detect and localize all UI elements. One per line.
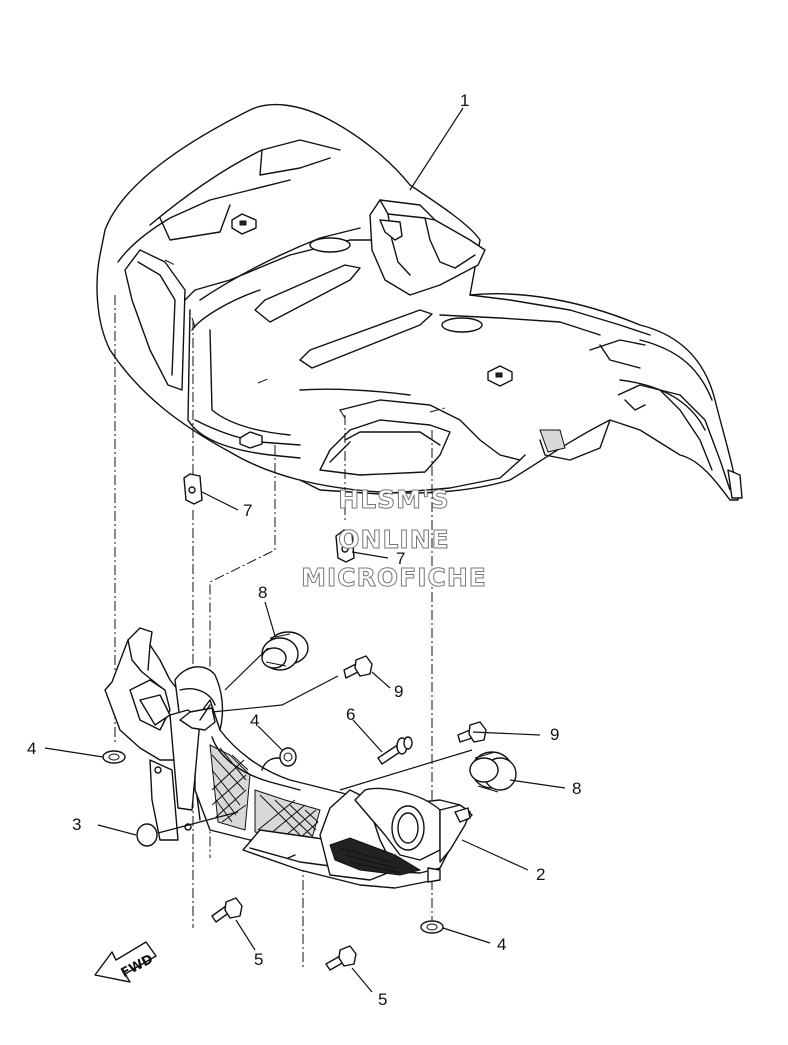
washer-left <box>102 750 126 764</box>
screw-5-left <box>211 897 243 923</box>
screw-9-upper <box>343 655 373 679</box>
washer-center <box>279 747 297 767</box>
callout-8-right: 8 <box>572 779 581 798</box>
watermark-line-1: HLSM'S <box>338 485 449 514</box>
rivet <box>377 736 413 765</box>
front-fender <box>96 103 743 501</box>
watermark-line-3: MICROFICHE <box>301 563 487 592</box>
callout-8-upper: 8 <box>258 583 267 602</box>
leader-lines <box>44 107 566 993</box>
callout-5-right: 5 <box>378 990 387 1009</box>
callout-7-upper: 7 <box>243 501 252 520</box>
callout-labels: 1 2 3 4 4 4 5 5 6 7 7 8 8 9 9 <box>27 91 581 1009</box>
grommet-left <box>261 631 309 671</box>
washer-bottom <box>420 920 444 934</box>
callout-4-bottom: 4 <box>497 935 506 954</box>
callout-3: 3 <box>72 815 81 834</box>
grommet-right <box>469 751 517 793</box>
callout-7-lower: 7 <box>396 549 405 568</box>
callout-1: 1 <box>460 91 469 110</box>
callout-4-center: 4 <box>250 711 259 730</box>
callout-6: 6 <box>346 705 355 724</box>
watermark-line-2: ONLINE <box>338 525 449 554</box>
callout-5-left: 5 <box>254 950 263 969</box>
callout-9-right: 9 <box>550 725 559 744</box>
callout-2: 2 <box>536 865 545 884</box>
watermark: HLSM'S ONLINE MICROFICHE <box>301 485 487 593</box>
callout-9-upper: 9 <box>394 682 403 701</box>
emblem <box>136 823 158 847</box>
screw-5-right <box>325 945 357 971</box>
clip-nut-upper <box>183 473 203 505</box>
clip-nut-lower <box>335 529 355 563</box>
forward-arrow-icon: FWD <box>94 941 157 983</box>
screw-9-right <box>457 721 487 743</box>
callout-4-left: 4 <box>27 739 36 758</box>
